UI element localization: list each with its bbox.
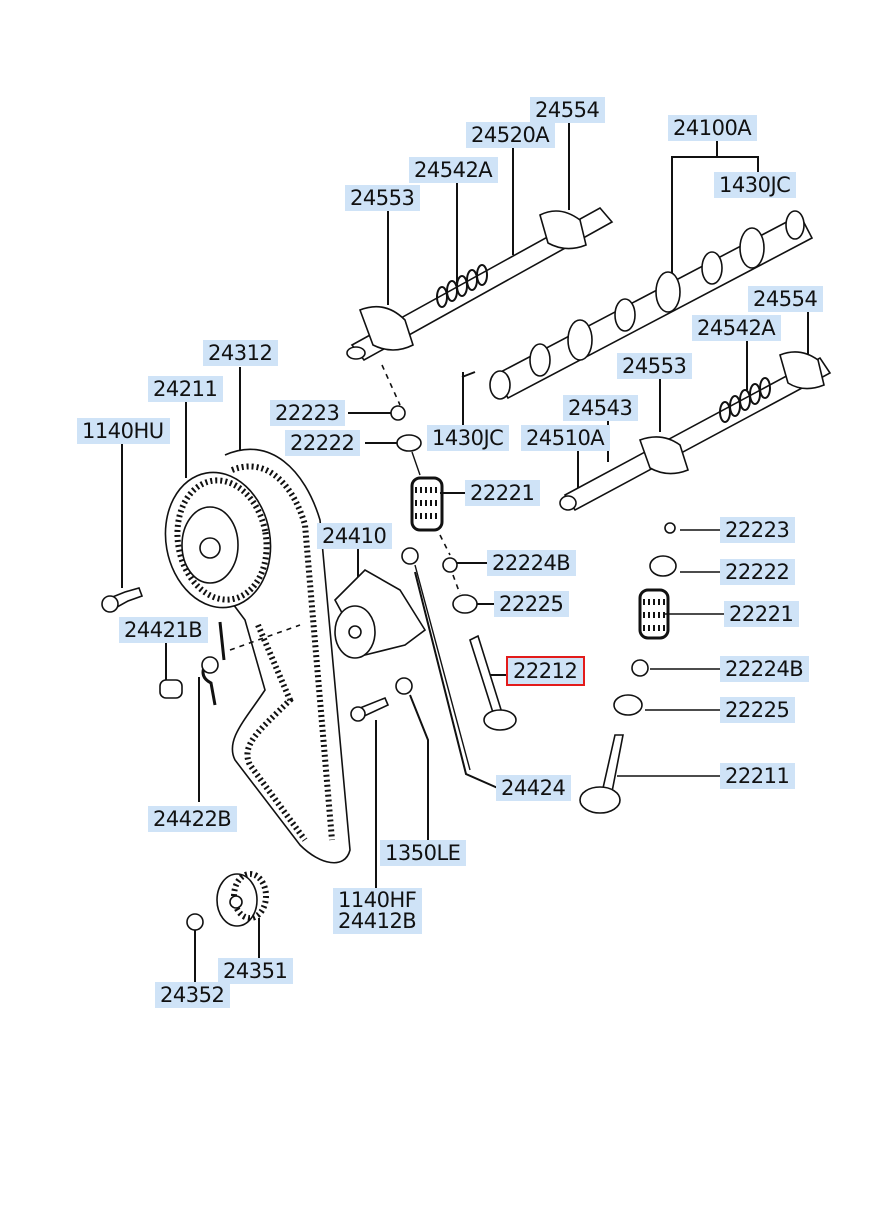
rocker-shaft-lower [559,351,832,512]
label-24543[interactable]: 24543 [563,395,639,421]
label-24542A-right[interactable]: 24542A [692,315,782,341]
label-24412B: 24412B [338,909,417,933]
label-24542A-top[interactable]: 24542A [409,157,499,183]
label-1430JC-mid[interactable]: 1430JC [427,425,510,451]
label-24410[interactable]: 24410 [317,523,393,549]
label-24520A[interactable]: 24520A [466,122,556,148]
label-24424[interactable]: 24424 [496,775,572,801]
intake-valve-stack [381,364,517,731]
label-22224B-left[interactable]: 22224B [487,550,577,576]
label-22225-left[interactable]: 22225 [494,591,570,617]
label-24421B[interactable]: 24421B [119,617,209,643]
label-24553-top[interactable]: 24553 [345,185,421,211]
label-1140HF: 1140HF [338,888,417,912]
small-parts [101,547,471,931]
label-22221-left[interactable]: 22221 [465,480,541,506]
label-1140HU[interactable]: 1140HU [77,418,170,444]
label-24554-top[interactable]: 24554 [530,97,606,123]
label-22212-selected[interactable]: 22212 [505,656,586,686]
label-24211[interactable]: 24211 [148,376,224,402]
label-1350LE[interactable]: 1350LE [380,840,467,866]
label-24554-right[interactable]: 24554 [748,286,824,312]
label-24351[interactable]: 24351 [218,958,294,984]
label-22223-right[interactable]: 22223 [720,517,796,543]
label-24352[interactable]: 24352 [155,982,231,1008]
label-1140HF-24412B[interactable]: 1140HF 24412B [333,888,423,934]
camshaft-drawing [461,210,814,400]
label-22222-left[interactable]: 22222 [285,430,361,456]
label-22221-right[interactable]: 22221 [724,601,800,627]
camshaft-sprocket-drawing [164,471,272,609]
rocker-shaft-upper [346,206,614,362]
label-22211[interactable]: 22211 [720,763,796,789]
label-24422B[interactable]: 24422B [148,806,238,832]
label-22225-right[interactable]: 22225 [720,697,796,723]
label-22222-right[interactable]: 22222 [720,559,796,585]
exhaust-valve-stack [579,522,677,814]
label-24100A[interactable]: 24100A [668,115,758,141]
label-1430JC-top[interactable]: 1430JC [714,172,797,198]
leader-lines [121,122,809,982]
label-24312[interactable]: 24312 [203,340,279,366]
label-22223-left[interactable]: 22223 [270,400,346,426]
label-24510A[interactable]: 24510A [521,425,611,451]
label-24553-right[interactable]: 24553 [617,353,693,379]
label-22224B-right[interactable]: 22224B [720,656,810,682]
